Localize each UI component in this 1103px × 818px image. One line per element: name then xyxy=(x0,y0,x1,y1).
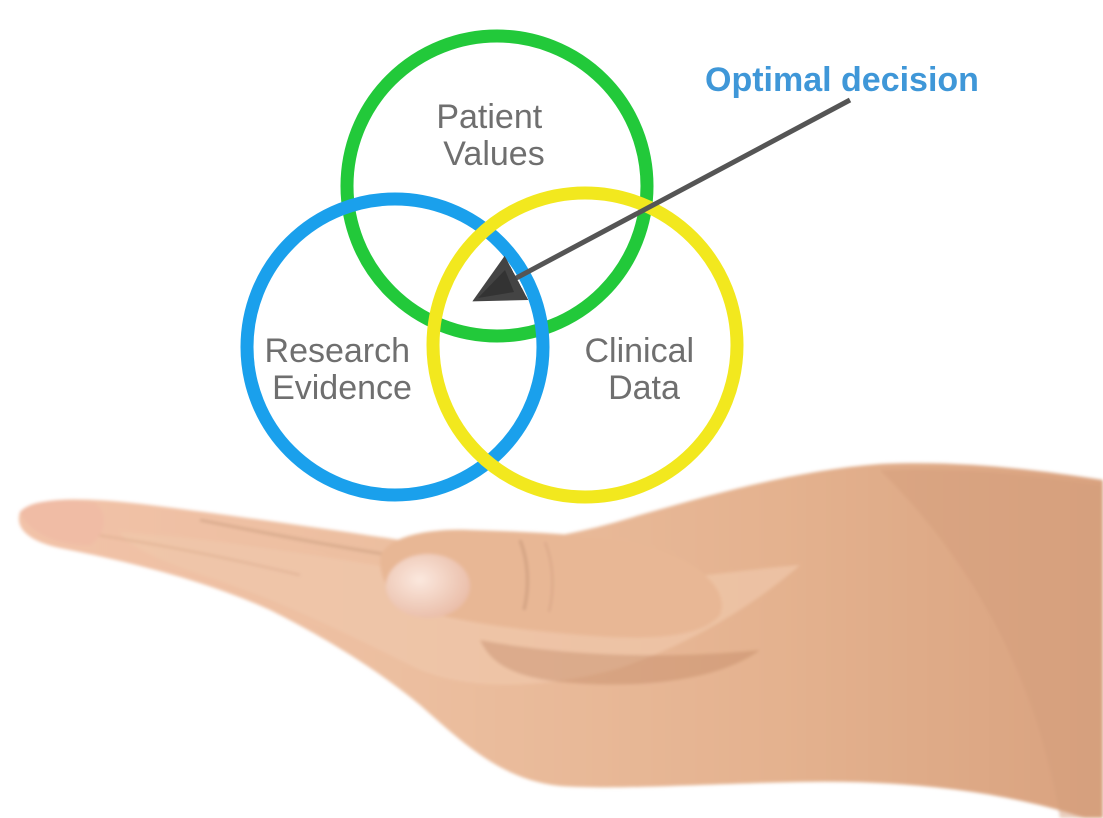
arrow-head-icon xyxy=(478,270,514,298)
research-evidence-label: Research Evidence xyxy=(265,332,420,407)
palm-shadow xyxy=(480,640,760,685)
hand-illustration xyxy=(18,463,1103,818)
venn-diagram xyxy=(240,29,744,504)
patient-values-line-2: Values xyxy=(443,135,544,173)
patient-values-circle xyxy=(340,29,654,343)
clinical-data-line-1: Clinical xyxy=(584,332,694,370)
patient-values-label: Patient Values xyxy=(436,98,551,173)
optimal-decision-arrow xyxy=(472,97,852,302)
patient-values-line-1: Patient xyxy=(436,98,542,136)
clinical-data-circle xyxy=(426,186,744,504)
clinical-data-label: Clinical Data xyxy=(584,332,703,407)
thumb-shape xyxy=(380,529,722,638)
wrist-shading xyxy=(880,469,1103,818)
thumbnail-shape xyxy=(386,554,470,618)
fingertip-shape xyxy=(20,500,105,545)
thumb-knuckle-crease-2 xyxy=(544,541,554,613)
optimal-decision-label: Optimal decision xyxy=(705,61,979,99)
research-evidence-line-2: Evidence xyxy=(272,369,412,407)
research-evidence-circle xyxy=(240,192,550,502)
clinical-data-line-2: Data xyxy=(608,369,680,407)
research-evidence-line-1: Research xyxy=(265,332,411,370)
thumb-knuckle-crease xyxy=(518,539,529,611)
